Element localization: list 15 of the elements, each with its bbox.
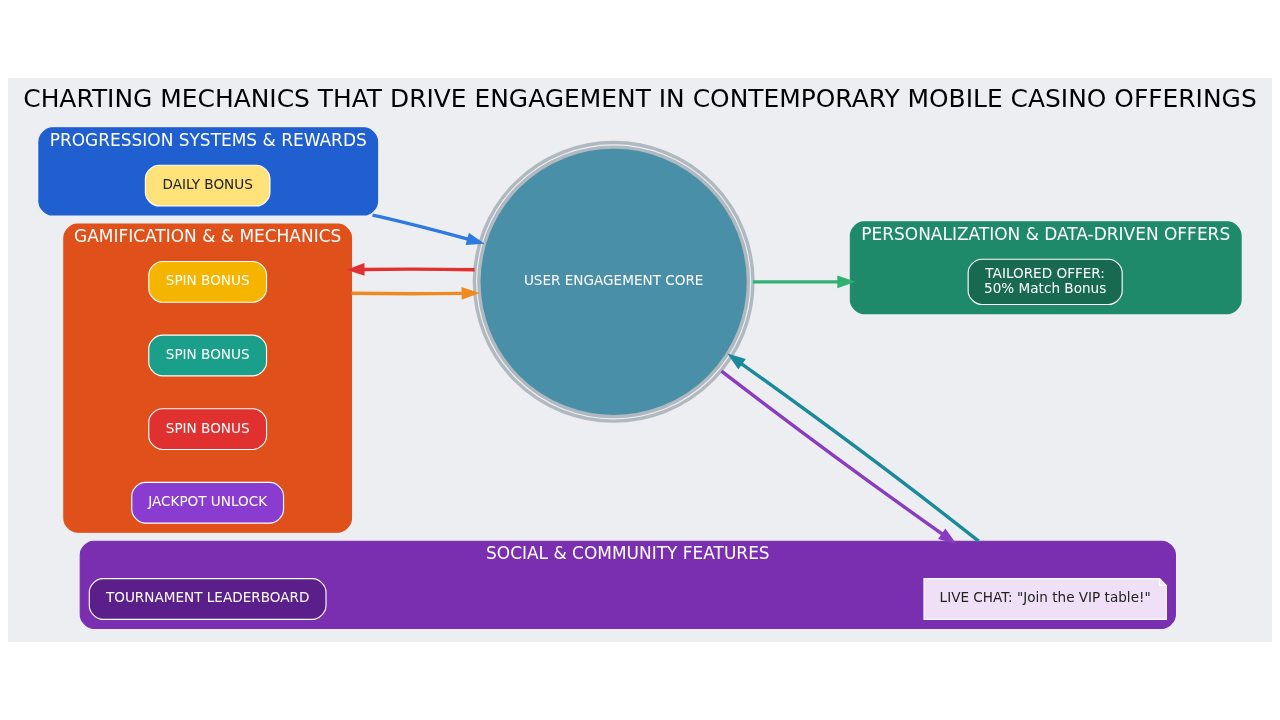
node-box: SPIN BONUS [148, 334, 268, 377]
arrow [720, 369, 957, 545]
arrow [346, 263, 475, 276]
arrow [727, 353, 980, 543]
node-box: DAILY BONUS [144, 164, 271, 207]
node-box: TOURNAMENT LEADERBOARD [88, 578, 327, 620]
node-box: SPIN BONUS [148, 408, 268, 451]
node-circle: USER ENGAGEMENT CORE [472, 140, 755, 423]
node-box: SPIN BONUS [148, 260, 268, 303]
arrow [351, 287, 480, 300]
diagram-title: CHARTING MECHANICS THAT DRIVE ENGAGEMENT IN CONTEMPORARY MOBILE CASINO OFFERINGS [23, 83, 1257, 113]
node-box: JACKPOT UNLOCK [131, 481, 285, 524]
arrow [372, 213, 485, 246]
arrow [752, 275, 856, 289]
node-box: TAILORED OFFER: 50% Match Bonus [967, 258, 1123, 306]
